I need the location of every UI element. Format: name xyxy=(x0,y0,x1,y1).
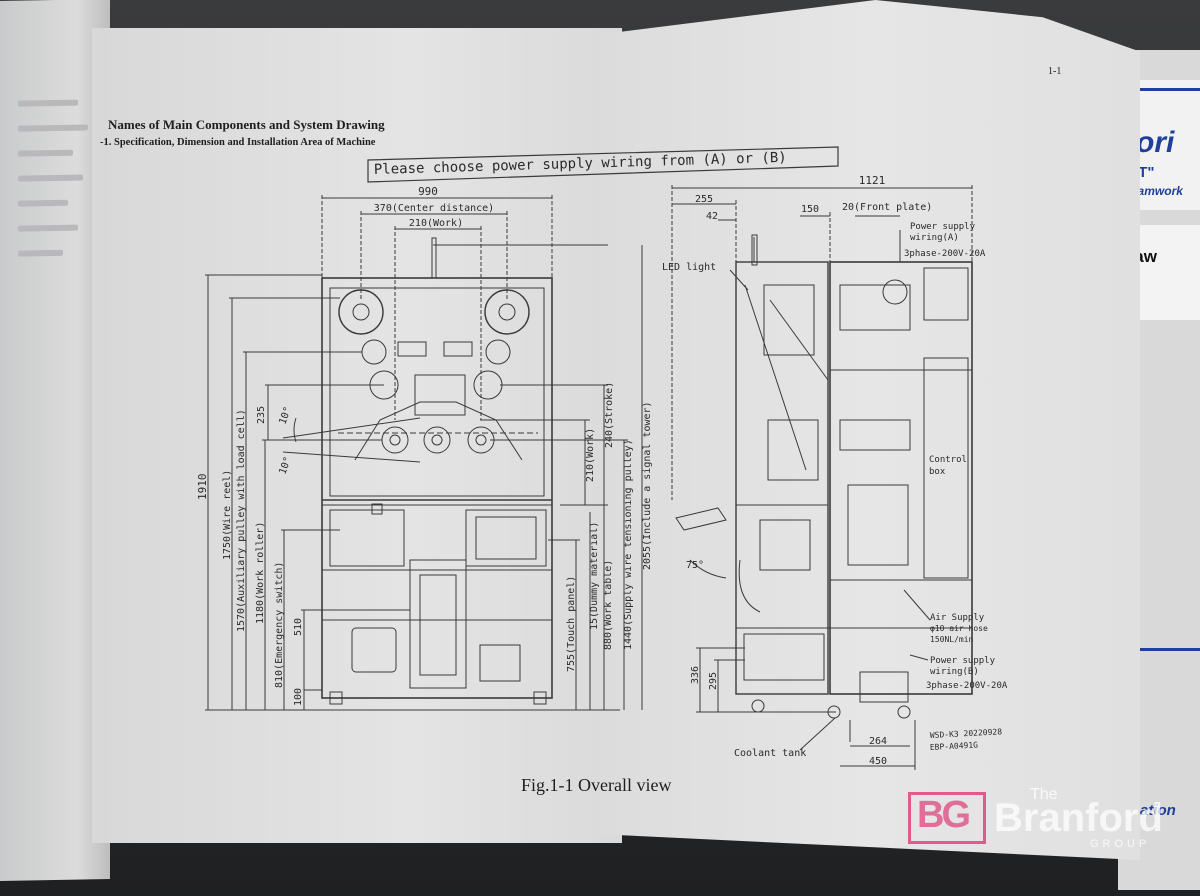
dim-signal-tower: 2055(Include a signal tower) xyxy=(642,401,653,570)
air-supply-line1: Air Supply xyxy=(930,613,985,623)
dim-450: 450 xyxy=(869,756,887,767)
angle-75: 75° xyxy=(686,560,704,571)
watermark-the: The xyxy=(1030,786,1058,803)
power-a-line1: Power supply xyxy=(910,222,976,232)
dim-work-table: 880(Work table) xyxy=(603,560,614,650)
dim-work-width: 210(Work) xyxy=(409,218,463,229)
led-light-label: LED light xyxy=(662,262,716,273)
brochure-rule xyxy=(1125,648,1200,651)
dim-emergency-switch: 810(Emergency switch) xyxy=(274,562,285,688)
dim-wire-reel: 1750(Wire reel) xyxy=(222,470,233,560)
angle-upper: 10° xyxy=(277,405,294,426)
dim-front-plate: 20(Front plate) xyxy=(842,202,932,213)
dim-336: 336 xyxy=(690,666,701,684)
dim-work-height: 210(Work) xyxy=(585,428,596,482)
dim-150: 150 xyxy=(801,204,819,215)
page-number: 1-1 xyxy=(1048,66,1062,77)
watermark-group: GROUP xyxy=(1090,838,1151,850)
power-b-spec: 3phase-200V-20A xyxy=(926,681,1008,691)
manual-page-left xyxy=(92,28,622,843)
control-box-line2: box xyxy=(929,467,946,477)
emergency-panel xyxy=(329,509,405,567)
dim-42: 42 xyxy=(706,211,718,222)
front-frame xyxy=(321,277,553,699)
dim-235: 235 xyxy=(256,406,267,424)
section-subheading: -1. Specification, Dimension and Install… xyxy=(100,137,376,148)
bottom-fragment: ation xyxy=(1140,802,1176,819)
air-supply-line3: 150NL/min xyxy=(930,635,974,644)
branford-logo-icon: BG xyxy=(908,792,986,844)
banner-box xyxy=(367,146,839,183)
power-a-line2: wiring(A) xyxy=(910,233,959,243)
side-frame-rear xyxy=(829,261,973,695)
power-a-spec: 3phase-200V-20A xyxy=(904,249,986,259)
dim-295: 295 xyxy=(708,672,719,690)
section-heading: Names of Main Components and System Draw… xyxy=(108,117,385,132)
dim-tension-pulley: 1440(Supply wire tensioning pulley) xyxy=(623,439,634,650)
dim-dummy-material: 15(Dummy material) xyxy=(589,522,600,630)
dim-aux-pulley: 1570(Auxiliary pulley with load cell) xyxy=(236,409,247,632)
logo-monogram: BG xyxy=(917,794,971,836)
dim-work-roller: 1180(Work roller) xyxy=(255,522,266,624)
power-b-line2: wiring(B) xyxy=(930,667,979,677)
dim-1121: 1121 xyxy=(859,174,886,187)
watermark-name: Branford xyxy=(994,796,1163,840)
dim-264: 264 xyxy=(869,736,887,747)
side-frame-front xyxy=(735,261,829,695)
work-roller-left xyxy=(381,426,409,454)
dim-255: 255 xyxy=(695,194,713,205)
manual-page-right xyxy=(600,0,1140,860)
drawing-number-line1: WSD-K3 20220928 xyxy=(930,727,1003,740)
upper-chamber xyxy=(329,287,545,497)
work-table-column xyxy=(409,559,467,689)
control-box-line1: Control xyxy=(929,455,967,465)
dim-510: 510 xyxy=(293,618,304,636)
touch-panel-box xyxy=(465,509,547,567)
drawing-number-line2: EBP-A0491G xyxy=(930,740,979,752)
figure-caption: Fig.1-1 Overall view xyxy=(521,775,672,795)
dim-touch-panel: 755(Touch panel) xyxy=(566,576,577,672)
coolant-tank-label: Coolant tank xyxy=(734,748,806,759)
dim-center-distance: 370(Center distance) xyxy=(374,203,494,214)
power-b-line1: Power supply xyxy=(930,656,996,666)
dim-1910: 1910 xyxy=(196,474,209,501)
control-box xyxy=(923,357,969,579)
dim-stroke: 240(Stroke) xyxy=(604,382,615,448)
control-box-upper xyxy=(923,267,969,321)
dim-990: 990 xyxy=(418,185,438,198)
air-supply-line2: φ10 air hose xyxy=(930,624,988,633)
angle-lower: 10° xyxy=(277,455,294,476)
work-roller-center xyxy=(423,426,451,454)
dim-100: 100 xyxy=(293,688,304,706)
